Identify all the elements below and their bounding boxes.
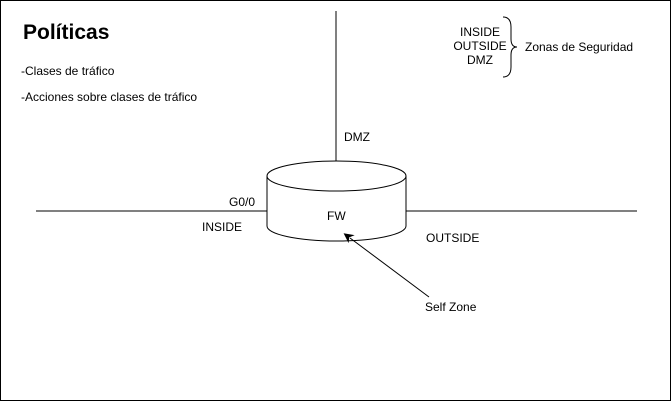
zone-item-outside: OUTSIDE <box>453 39 507 53</box>
inside-label: INSIDE <box>202 220 243 234</box>
bullet-traffic-actions: -Acciones sobre clases de tráfico <box>21 90 198 104</box>
dmz-label: DMZ <box>344 130 370 144</box>
zone-item-dmz: DMZ <box>467 53 493 67</box>
self-zone-label: Self Zone <box>425 300 477 314</box>
zones-label: Zonas de Seguridad <box>525 40 634 54</box>
firewall-label: FW <box>327 209 346 223</box>
interface-label: G0/0 <box>229 195 256 209</box>
self-zone-arrow <box>343 233 430 298</box>
zone-list: INSIDE OUTSIDE DMZ <box>449 25 511 67</box>
outside-label: OUTSIDE <box>426 231 480 245</box>
bullet-traffic-classes: -Clases de tráfico <box>21 64 115 78</box>
page-title: Políticas <box>23 21 110 44</box>
zones-brace <box>502 16 518 78</box>
zone-item-inside: INSIDE <box>459 25 500 39</box>
firewall-cylinder <box>266 160 407 242</box>
